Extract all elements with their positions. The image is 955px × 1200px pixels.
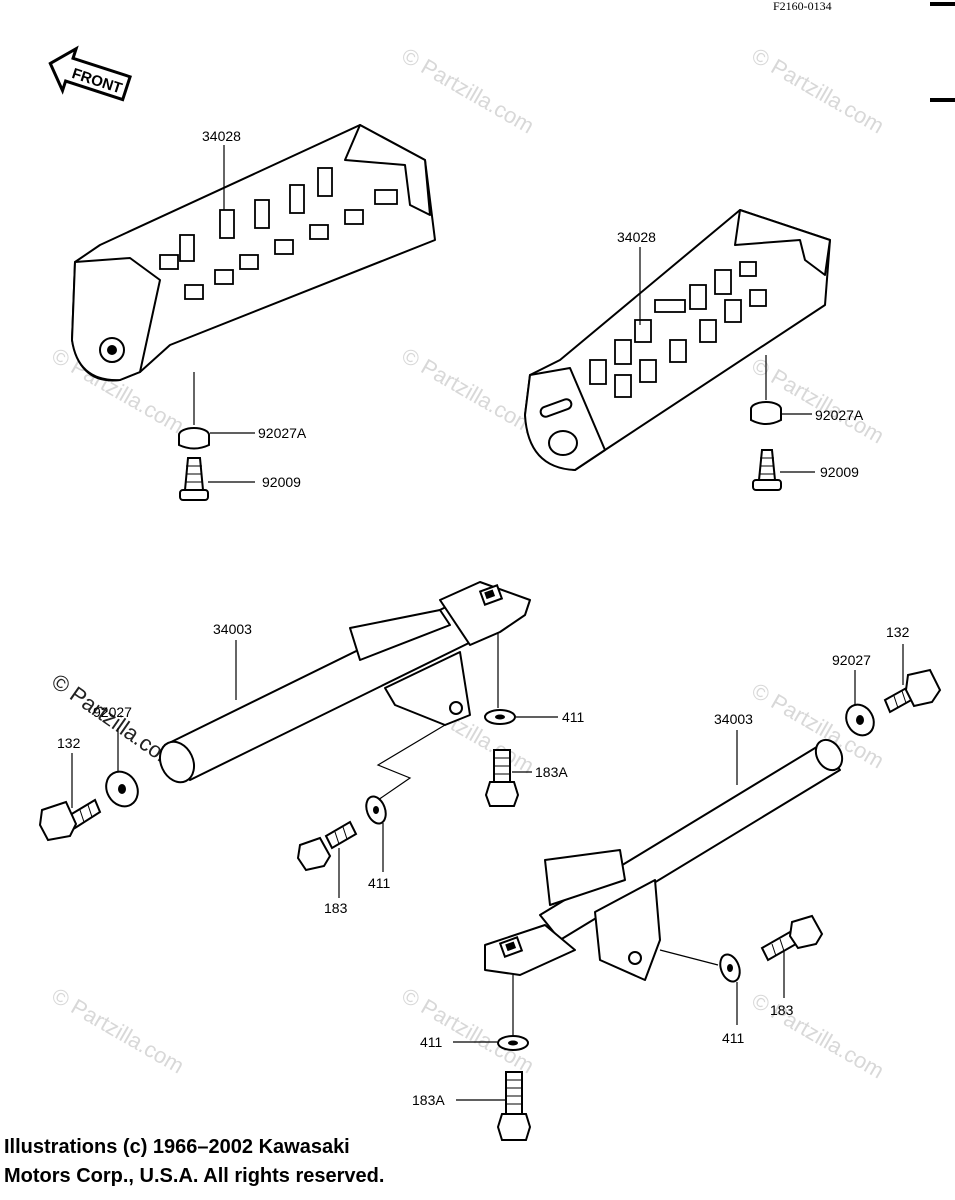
watermark-group: © Partzilla.com © Partzilla.com © Partzi…	[47, 43, 888, 1084]
watermark: © Partzilla.com	[398, 43, 539, 139]
washer-right-bottom	[497, 1035, 529, 1051]
collar-right	[750, 401, 782, 425]
bolt-right-end	[883, 668, 942, 714]
watermark: © Partzilla.com	[48, 983, 189, 1079]
bolt-right-bottom	[496, 1071, 532, 1141]
screw-right	[752, 449, 782, 491]
screw-left	[179, 457, 209, 501]
callout-411-left-top: 411	[562, 709, 585, 725]
callout-34003-right: 34003	[714, 711, 753, 727]
bolt-left-end	[38, 798, 102, 842]
callout-92027A-right: 92027A	[815, 407, 864, 423]
copyright-notice: Illustrations (c) 1966–2002 Kawasaki Mot…	[4, 1133, 524, 1191]
front-arrow-icon: FRONT	[48, 45, 132, 102]
washer-right-end	[845, 703, 875, 737]
washer-left-end	[105, 770, 139, 808]
washer-right-side	[719, 953, 741, 983]
callout-132-left: 132	[57, 735, 81, 751]
watermark: © Partzilla.com	[398, 343, 539, 439]
copyright-line-1: Illustrations (c) 1966–2002 Kawasaki	[4, 1136, 350, 1158]
callout-132-right: 132	[886, 624, 910, 640]
footpeg-rubber-left	[71, 124, 436, 382]
callout-34028-left: 34028	[202, 128, 241, 144]
footpeg-bracket-right	[484, 738, 844, 981]
callout-92027A-left: 92027A	[258, 425, 307, 441]
leader-line	[376, 724, 446, 801]
callout-92027-right: 92027	[832, 652, 871, 668]
callout-411-right-side: 411	[722, 1030, 745, 1046]
watermark: © Partzilla.com	[748, 353, 889, 449]
callout-183-left: 183	[324, 900, 348, 916]
bolt-left-side	[296, 820, 358, 872]
leader-line	[659, 949, 719, 966]
callout-34028-right: 34028	[617, 229, 656, 245]
edge-mark	[930, 98, 955, 102]
callout-92027-left: 92027	[93, 704, 132, 720]
copyright-line-2: Motors Corp., U.S.A. All rights reserved…	[4, 1165, 385, 1187]
bolt-right-side	[760, 914, 824, 962]
washer-left-top	[484, 709, 516, 725]
callout-411-right-bottom: 411	[420, 1034, 443, 1050]
footpeg-rubber-right	[524, 209, 831, 471]
footpeg-bracket-left	[158, 581, 531, 784]
callout-183A-left: 183A	[535, 764, 568, 780]
callout-92009-left: 92009	[262, 474, 301, 490]
bolt-left-top	[484, 749, 520, 807]
callout-183-right: 183	[770, 1002, 794, 1018]
edge-mark	[930, 2, 955, 6]
figure-code: F2160-0134	[773, 0, 832, 13]
collar-left	[178, 427, 210, 450]
watermark: © Partzilla.com	[398, 983, 539, 1079]
watermark: © Partzilla.com	[748, 43, 889, 139]
watermark: © Partzilla.com	[748, 988, 889, 1084]
callout-183A-right: 183A	[412, 1092, 445, 1108]
callout-411-left-side: 411	[368, 875, 391, 891]
washer-left-side	[365, 795, 387, 825]
callout-92009-right: 92009	[820, 464, 859, 480]
callout-34003-left: 34003	[213, 621, 252, 637]
